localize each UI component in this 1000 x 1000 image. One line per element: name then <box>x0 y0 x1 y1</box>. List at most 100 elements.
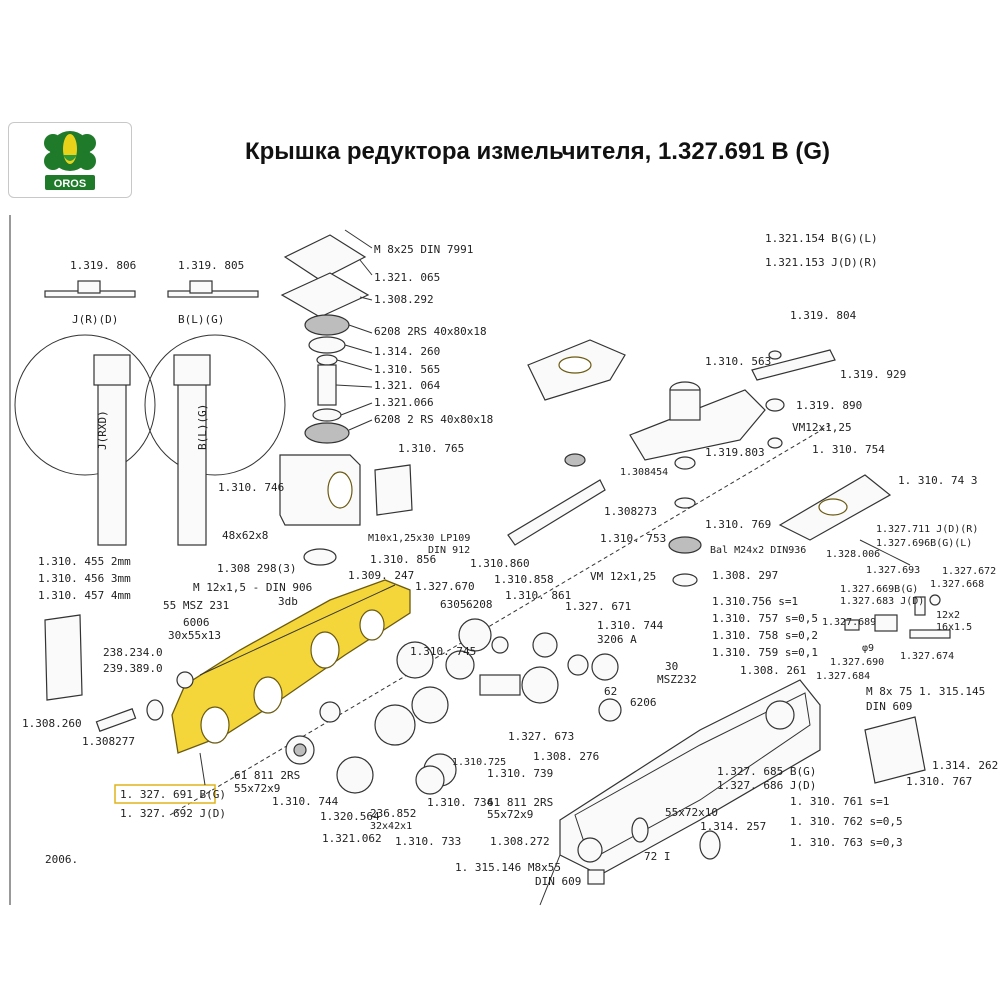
callout-label: 1.327.684 <box>816 671 870 682</box>
callout-label: 1.308. 276 <box>533 750 599 763</box>
callout-label: 16x1.5 <box>936 622 972 633</box>
callout-label: 1.310. 758 s=0,2 <box>712 629 818 642</box>
callout-label: 1.314. 260 <box>374 345 440 358</box>
callout-label: VM 12x1,25 <box>590 570 656 583</box>
callout-label: 6206 <box>630 696 657 709</box>
callout-label: M10x1,25x30 LP109 <box>368 533 470 544</box>
linkage-parts <box>844 539 951 639</box>
year-label: 2006. <box>45 853 78 866</box>
callout-label: 1.327.689 <box>822 617 876 628</box>
callout-label: 61 811 2RS <box>487 796 553 809</box>
highlighted-gearbox-cover <box>171 579 411 754</box>
callout-label: 72 I <box>644 850 671 863</box>
callout-label: φ9 <box>862 643 874 654</box>
highlight-callout-label: 1. 327. 691 B(G) <box>120 788 226 801</box>
callout-label: 239.389.0 <box>103 662 163 675</box>
callout-label: M 8x 75 1. 315.145 <box>866 685 985 698</box>
callout-label: DIN 609 <box>535 875 581 888</box>
callout-label: Bal M24x2 DIN936 <box>710 545 806 556</box>
callout-label: 1.310. 563 <box>705 355 771 368</box>
callout-label: 1.319. 890 <box>796 399 862 412</box>
callout-label: 1.327. 673 <box>508 730 574 743</box>
callout-label: 1. 310. 754 <box>812 443 885 456</box>
callout-label: 1.308.260 <box>22 717 82 730</box>
callout-label: 62 <box>604 685 617 698</box>
exploded-view-diagram: 1.319. 806 1.319. 805 J(R)(D) B(L)(G) J(… <box>9 215 998 906</box>
callout-label: 1. 310. 74 3 <box>898 474 977 487</box>
page-header: OROS Крышка редуктора измельчителя, 1.32… <box>0 0 1000 205</box>
callout-label: VM12x1,25 <box>792 421 852 434</box>
callout-label: 1.314. 262 <box>932 759 998 772</box>
blade-top-left <box>44 280 259 298</box>
callout-label: 1.310. 861 <box>505 589 571 602</box>
callout-label: 1.308273 <box>604 505 657 518</box>
callout-label: 1.310.756 s=1 <box>712 595 798 608</box>
side-view-right <box>144 334 286 546</box>
callout-label: 1.327.674 <box>900 651 954 662</box>
callout-label: 55x72x9 <box>487 808 533 821</box>
callout-label: 1.328.006 <box>826 549 880 560</box>
callout-label: 1.327.711 J(D)(R) <box>876 524 978 535</box>
callout-label: 1.310. 767 <box>906 775 972 788</box>
tag-side-jrxd: J(RXD) <box>96 410 109 450</box>
callout-label: 1.327.683 J(D) <box>840 596 924 607</box>
callout-label: 1.310.858 <box>494 573 554 586</box>
callout-label: 55 MSZ 231 <box>163 599 229 612</box>
callout-label: 6305 <box>440 598 467 611</box>
callout-label: 6208 <box>466 598 493 611</box>
callout-label: 1.308. 297 <box>712 569 778 582</box>
callout-label: 1.310. 746 <box>218 481 284 494</box>
callout-label: 30 <box>665 660 678 673</box>
label-top-left-1: 1.319. 806 <box>70 259 136 272</box>
highlight-callout: 1. 327. 691 B(G) 1. 327. 692 J(D) <box>114 752 226 820</box>
callout-label: 55x72x9 <box>234 782 280 795</box>
callout-label: 1.321.066 <box>374 396 434 409</box>
label-top-left-2: 1.319. 805 <box>178 259 244 272</box>
callout-label: 238.234.0 <box>103 646 163 659</box>
callout-label: 1.321. 064 <box>374 379 441 392</box>
side-view-left <box>14 334 156 546</box>
tag-blg: B(L)(G) <box>178 313 224 326</box>
left-views: 1.319. 806 1.319. 805 J(R)(D) B(L)(G) J(… <box>14 259 286 546</box>
callout-label: 1.319. 804 <box>790 309 857 322</box>
callout-label: 1.327.690 <box>830 657 884 668</box>
callout-label: 1.321. 065 <box>374 271 440 284</box>
callout-label: 1.320.564 <box>320 810 380 823</box>
callout-label: 1.321.062 <box>322 832 382 845</box>
callout-label: 1.327.696B(G)(L) <box>876 538 972 549</box>
callout-label: 1.308454 <box>620 467 668 478</box>
callout-label: 1.308277 <box>82 735 135 748</box>
callout-label: 1.319.803 <box>705 446 765 459</box>
callout-label: DIN 609 <box>866 700 912 713</box>
callout-labels: M 8x25 DIN 7991 1.321. 065 1.308.292 620… <box>22 243 998 888</box>
callout-label: 1. 310. 761 s=1 <box>790 795 889 808</box>
oros-logo-icon: OROS <box>44 131 96 190</box>
callout-label: 1.327.669B(G) <box>840 584 918 595</box>
logo-frame: OROS <box>8 122 132 198</box>
gearbox-housing <box>44 614 926 906</box>
callout-label: 1.310. 739 <box>487 767 553 780</box>
callout-label: 236.852 <box>370 807 416 820</box>
callout-label: 1.308.272 <box>490 835 550 848</box>
callout-label: 1.310. 759 s=0,1 <box>712 646 818 659</box>
callout-label: 6208 2RS 40x80x18 <box>374 325 487 338</box>
callout-label: 1.310.725 <box>452 757 506 768</box>
callout-label: 1.310. 745 <box>410 645 476 658</box>
callout-label: 1.327.668 <box>930 579 984 590</box>
callout-label: 1.314. 257 <box>700 820 766 833</box>
shaft-assembly <box>279 229 413 566</box>
callout-label: 55x72x10 <box>665 806 718 819</box>
callout-label: 6006 <box>183 616 210 629</box>
logo-text: OROS <box>54 178 86 190</box>
callout-label: 1.308.292 <box>374 293 434 306</box>
callout-label: 1.310. 744 <box>272 795 339 808</box>
cutter-assembly <box>507 339 892 587</box>
callout-label: 1.310. 734 <box>427 796 494 809</box>
callout-label: DIN 912 <box>428 545 470 556</box>
callout-label: MSZ232 <box>657 673 697 686</box>
callout-label: 1.327. 671 <box>565 600 631 613</box>
callout-label: 30x55x13 <box>168 629 221 642</box>
callout-label: 6208 2 RS 40x80x18 <box>374 413 493 426</box>
callout-label: 1.327.693 <box>866 565 920 576</box>
callout-label: 1.310. 456 3mm <box>38 572 131 585</box>
